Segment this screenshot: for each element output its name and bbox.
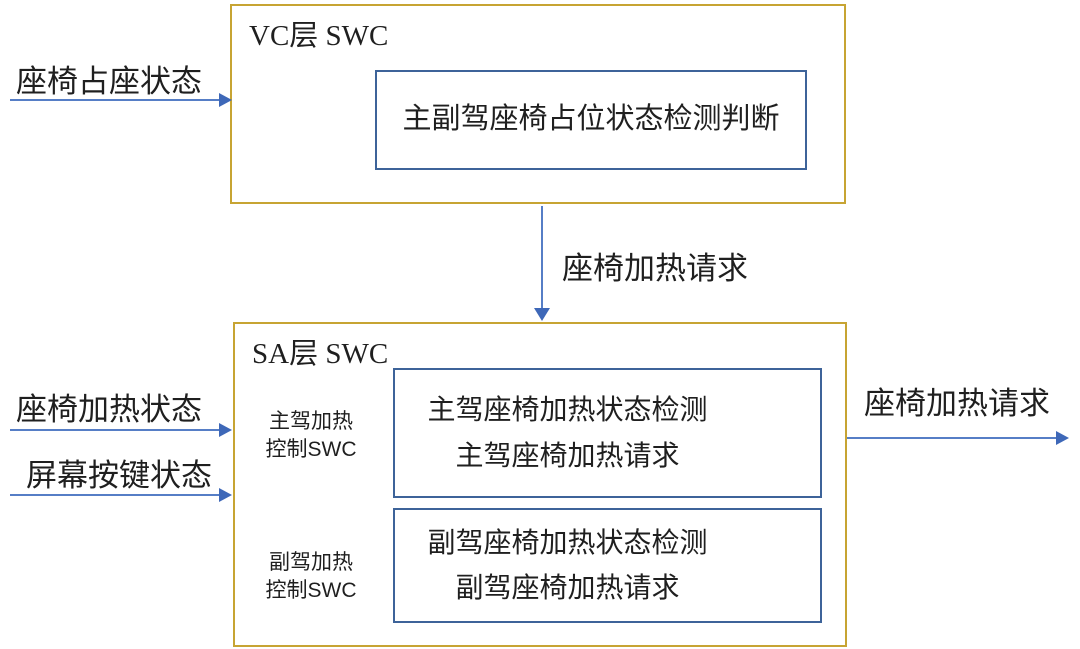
flow-label-seat-heat-status: 座椅加热状态 [16, 392, 202, 427]
passenger-heat-box: 副驾座椅加热状态检测 副驾座椅加热请求 [393, 508, 822, 623]
arrow-seat-heat-status-line [10, 429, 221, 431]
vc-swc-title: VC层 SWC [249, 20, 389, 52]
arrow-heat-request-out-line [847, 437, 1058, 439]
arrow-right-icon [1056, 431, 1069, 445]
arrow-heat-request-mid-line [541, 206, 543, 309]
flow-label-screen-button-status: 屏幕按键状态 [26, 458, 212, 493]
arrow-screen-button-line [10, 494, 221, 496]
passenger-heat-request-label: 副驾座椅加热请求 [455, 571, 680, 603]
arrow-seat-occupancy-line [10, 99, 221, 101]
driver-heat-ctrl-swc-label: 主驾加热 控制SWC [250, 408, 372, 464]
driver-heat-status-detect-label: 主驾座椅加热状态检测 [427, 393, 708, 425]
arrow-right-icon [219, 423, 232, 437]
driver-heat-box: 主驾座椅加热状态检测 主驾座椅加热请求 [393, 368, 822, 498]
driver-heat-ctrl-line2: 控制SWC [265, 438, 357, 461]
vc-occupancy-detect-label: 主副驾座椅占位状态检测判断 [402, 103, 780, 136]
arrow-right-icon [219, 93, 232, 107]
passenger-heat-ctrl-line1: 副驾加热 [269, 551, 353, 574]
passenger-heat-ctrl-swc-label: 副驾加热 控制SWC [250, 549, 372, 605]
driver-heat-ctrl-line1: 主驾加热 [269, 410, 353, 433]
arrow-right-icon [219, 488, 232, 502]
arrow-down-icon [534, 308, 550, 321]
vc-occupancy-detect-box: 主副驾座椅占位状态检测判断 [375, 70, 807, 170]
driver-heat-request-label: 主驾座椅加热请求 [455, 440, 680, 471]
sa-swc-title: SA层 SWC [252, 338, 389, 370]
passenger-heat-ctrl-line2: 控制SWC [265, 579, 357, 602]
passenger-heat-status-detect-label: 副驾座椅加热状态检测 [427, 527, 708, 559]
flow-label-seat-heat-request-out: 座椅加热请求 [864, 386, 1050, 421]
flow-label-seat-heat-request-mid: 座椅加热请求 [562, 251, 748, 286]
flow-label-seat-occupancy-status: 座椅占座状态 [16, 64, 202, 99]
